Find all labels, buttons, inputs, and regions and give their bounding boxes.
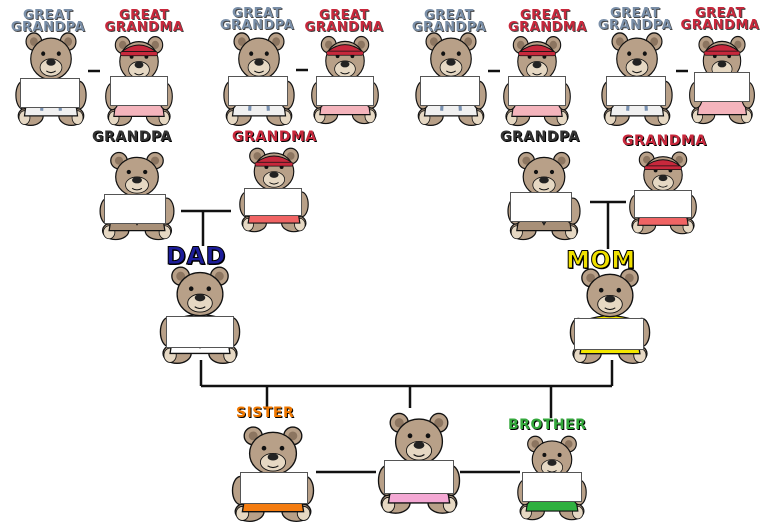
label-grandpa-mom-side: GRANDPA bbox=[500, 129, 580, 145]
label-great-grandma-2: GREAT GRANDMA bbox=[304, 8, 384, 35]
name-sign[interactable] bbox=[522, 472, 582, 502]
label-brother: BROTHER bbox=[508, 417, 587, 433]
name-sign[interactable] bbox=[244, 188, 302, 216]
name-sign[interactable] bbox=[316, 76, 374, 106]
label-grandma-mom-side: GRANDMA bbox=[622, 133, 707, 149]
teddy-bear-icon bbox=[159, 266, 241, 364]
name-sign[interactable] bbox=[110, 76, 168, 106]
bear-great-grandpa-4 bbox=[598, 26, 676, 128]
name-sign[interactable] bbox=[228, 76, 288, 106]
name-sign[interactable] bbox=[606, 76, 666, 106]
label-dad: DAD bbox=[166, 242, 226, 270]
name-sign[interactable] bbox=[384, 460, 454, 494]
label-great-grandpa-3: GREAT GRANDPA bbox=[411, 8, 487, 35]
teddy-bear-icon bbox=[601, 32, 673, 127]
name-sign[interactable] bbox=[20, 78, 80, 108]
name-sign[interactable] bbox=[420, 76, 480, 106]
name-sign[interactable] bbox=[508, 76, 566, 106]
label-mom: MOM bbox=[566, 246, 636, 274]
label-great-grandma-3: GREAT GRANDMA bbox=[508, 8, 587, 35]
name-sign[interactable] bbox=[634, 190, 692, 218]
teddy-bear-icon bbox=[15, 32, 87, 127]
name-sign[interactable] bbox=[166, 316, 234, 348]
name-sign[interactable] bbox=[574, 318, 644, 350]
label-sister: SISTER bbox=[236, 405, 295, 421]
label-great-grandma-1: GREAT GRANDMA bbox=[104, 8, 184, 35]
name-sign[interactable] bbox=[510, 192, 572, 222]
label-great-grandpa-2: GREAT GRANDPA bbox=[219, 6, 295, 33]
label-great-grandpa-1: GREAT GRANDPA bbox=[10, 8, 86, 35]
bear-great-grandpa-1 bbox=[12, 26, 90, 128]
teddy-bear-icon bbox=[629, 151, 697, 235]
teddy-bear-icon bbox=[569, 268, 651, 365]
label-grandpa-dad-side: GRANDPA bbox=[92, 129, 172, 145]
label-great-grandpa-4: GREAT GRANDPA bbox=[597, 6, 673, 33]
label-great-grandma-4: GREAT GRANDMA bbox=[680, 6, 760, 33]
label-grandma-dad-side: GRANDMA bbox=[232, 129, 317, 145]
name-sign[interactable] bbox=[694, 72, 750, 102]
name-sign[interactable] bbox=[104, 194, 166, 224]
bear-dad bbox=[156, 260, 244, 366]
bear-grandma-mom-side bbox=[626, 146, 700, 236]
name-sign[interactable] bbox=[240, 472, 308, 504]
bear-mom bbox=[566, 262, 654, 366]
